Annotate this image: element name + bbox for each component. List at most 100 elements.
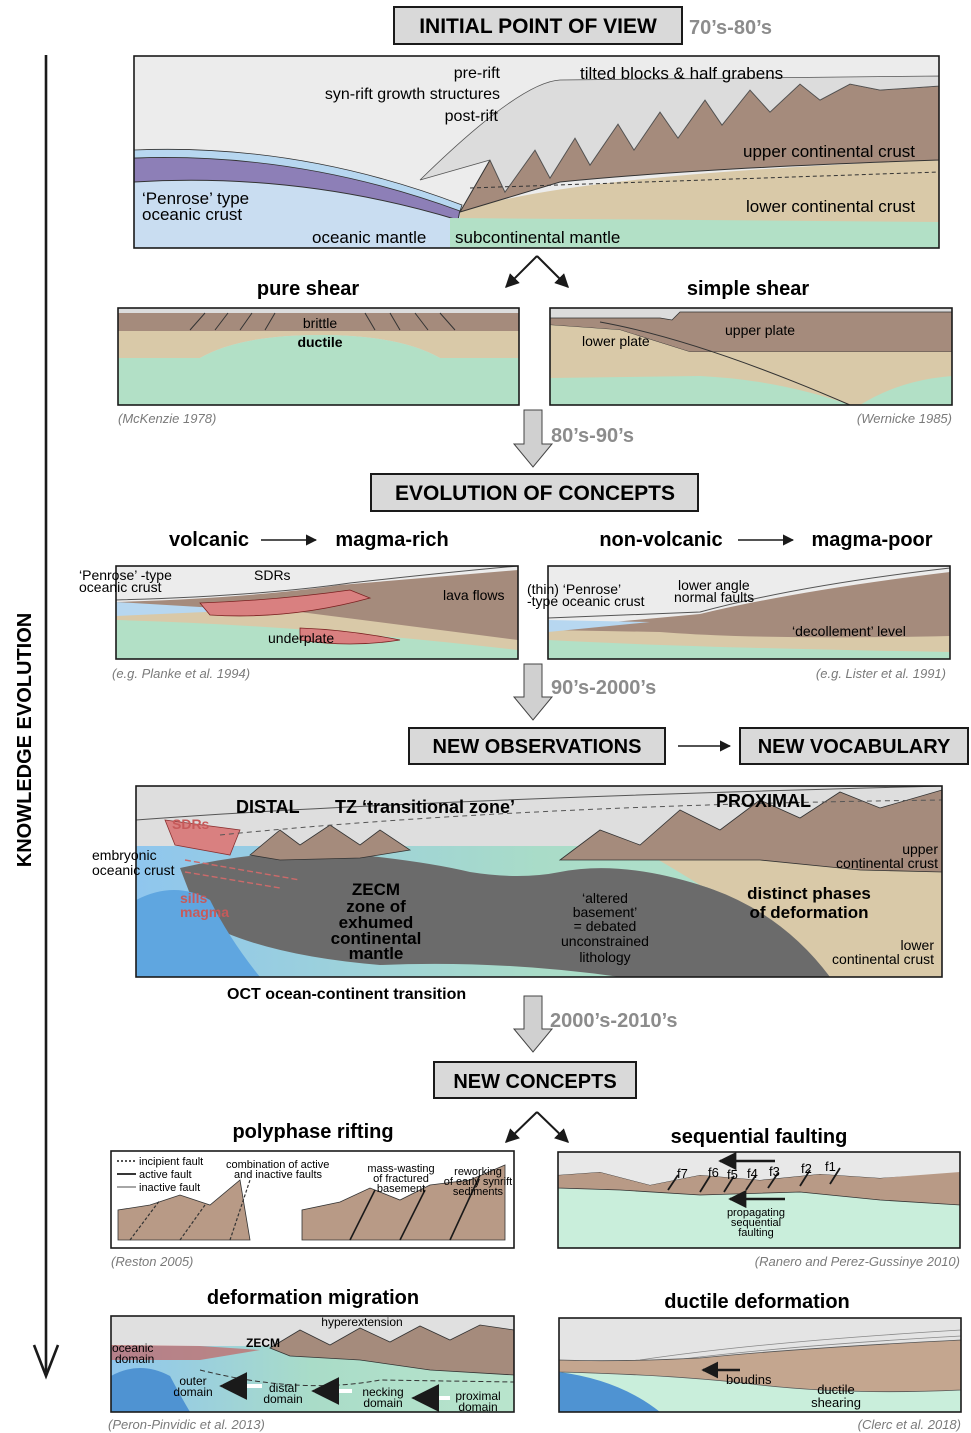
stage3-title-right: NEW VOCABULARY	[758, 736, 951, 758]
legend-incipient: incipient fault	[139, 1156, 203, 1168]
simple-shear-title: simple shear	[687, 278, 810, 300]
label-basement-4: basement	[377, 1183, 425, 1195]
cite-clerc: (Clerc et al. 2018)	[858, 1417, 961, 1432]
label-boudins: boudins	[726, 1372, 772, 1387]
stage4-header: NEW CONCEPTS	[433, 1061, 637, 1099]
label-oceanic-domain: oceanic	[112, 1341, 153, 1355]
cite-planke: (e.g. Planke et al. 1994)	[112, 666, 250, 681]
label-tilted-blocks: tilted blocks & half grabens	[580, 64, 783, 83]
label-subcontinental-mantle: subcontinental mantle	[455, 228, 620, 247]
label-distinct-phases: distinct phases	[747, 884, 871, 903]
cite-lister: (e.g. Lister et al. 1991)	[816, 666, 946, 681]
simple-shear-panel: upper plate lower plate (Wernicke 1985)	[549, 307, 953, 426]
pure-shear-panel: brittle ductile (McKenzie 1978)	[117, 307, 520, 426]
stage2-header: EVOLUTION OF CONCEPTS	[370, 473, 699, 512]
label-exhumed: exhumed	[339, 913, 414, 932]
fault-f3: f3	[769, 1164, 780, 1179]
label-upper-continental-crust: continental crust	[836, 855, 938, 871]
label-ductile: ductile	[297, 334, 342, 350]
label-oct: OCT ocean-continent transition	[227, 986, 466, 1003]
label-thin-oceanic: -type oceanic crust	[527, 593, 645, 609]
label-sdrs: SDRs	[254, 567, 291, 583]
fault-f1: f1	[825, 1159, 836, 1174]
era-arrow-2: 80’s-90’s	[512, 409, 634, 468]
volcanic-label: volcanic	[169, 529, 249, 551]
fault-f6: f6	[708, 1165, 719, 1180]
cite-reston: (Reston 2005)	[111, 1254, 193, 1269]
era-2000s-2010s: 2000’s-2010’s	[550, 1010, 678, 1032]
stage3-header: NEW OBSERVATIONS NEW VOCABULARY	[408, 727, 969, 765]
label-pre-rift: pre-rift	[454, 65, 501, 82]
volcanic-heading: volcanic magma-rich	[169, 529, 449, 551]
stage2-title: EVOLUTION OF CONCEPTS	[395, 482, 675, 505]
nonvolcanic-label: non-volcanic	[599, 529, 722, 551]
label-decollement: ‘decollement’ level	[792, 623, 906, 639]
sequential-panel: f7 f6 f5 f4 f3 f2 f1 propagating sequent…	[557, 1151, 961, 1269]
ductile-title: ductile deformation	[664, 1291, 850, 1313]
stage1-header: INITIAL POINT OF VIEW 70’s-80’s	[393, 6, 772, 45]
label-penrose-1: ‘Penrose’ type	[142, 189, 249, 208]
label-faulting: faulting	[738, 1227, 773, 1239]
cite-ranero: (Ranero and Perez-Gussinye 2010)	[755, 1254, 960, 1269]
label-sequential: sequential	[731, 1217, 781, 1229]
stage3-title-left: NEW OBSERVATIONS	[433, 736, 642, 758]
label-lower-plate: lower plate	[582, 333, 650, 349]
split-arrows-1	[505, 255, 569, 288]
stage1-era: 70’s-80’s	[689, 17, 772, 39]
label-penrose-2: oceanic crust	[142, 205, 242, 224]
fault-f7: f7	[677, 1166, 688, 1181]
label-underplate: underplate	[268, 630, 334, 646]
label-mass-wasting: mass-wasting	[367, 1163, 434, 1175]
label-hyperextension: hyperextension	[321, 1315, 402, 1329]
label-oceanic-domain-2: domain	[115, 1352, 154, 1366]
label-ductile-shear: ductile	[817, 1382, 855, 1397]
label-sediments: sediments	[453, 1186, 504, 1198]
label-lower-crust: lower continental crust	[746, 197, 915, 216]
era-arrow-3: 90’s-2000’s	[512, 663, 656, 721]
label-proximal-domain: domain	[458, 1400, 497, 1414]
label-mantle: mantle	[349, 944, 404, 963]
era-90s-2000s: 90’s-2000’s	[551, 677, 656, 699]
label-lithology: lithology	[579, 949, 630, 965]
label-of-fractured: of fractured	[373, 1173, 429, 1185]
label-reworking: reworking	[454, 1166, 502, 1178]
label-oceanic-crust: oceanic crust	[79, 579, 162, 595]
label-embryonic-crust: oceanic crust	[92, 862, 175, 878]
label-lava-flows: lava flows	[443, 587, 504, 603]
label-sdrs-stage3: SDRs	[172, 816, 210, 832]
label-early-synrift: of early synrift	[444, 1176, 512, 1188]
era-80s-90s: 80’s-90’s	[551, 425, 634, 447]
migration-title: deformation migration	[207, 1287, 419, 1309]
label-combination: combination of active	[226, 1159, 329, 1171]
label-basement: basement’	[573, 904, 638, 920]
label-normal-faults: normal faults	[674, 589, 754, 605]
ductile-panel: boudins ductile shearing (Clerc et al. 2…	[558, 1317, 962, 1432]
label-proximal: PROXIMAL	[716, 791, 811, 811]
magma-rich-label: magma-rich	[335, 529, 448, 551]
label-shearing: shearing	[811, 1395, 861, 1410]
stage1-panel: pre-rift tilted blocks & half grabens sy…	[133, 55, 940, 249]
label-proximal-4: proximal	[455, 1389, 500, 1403]
legend-active: active fault	[139, 1169, 192, 1181]
label-syn-rift: syn-rift growth structures	[325, 86, 500, 103]
volcanic-panel: ‘Penrose’ -type oceanic crust SDRs lava …	[79, 565, 519, 681]
label-zecm: ZECM	[352, 880, 400, 899]
era-arrow-4: 2000’s-2010’s	[512, 995, 678, 1053]
sequential-title: sequential faulting	[671, 1126, 848, 1148]
stage3-panel: DISTAL TZ ‘transitional zone’ PROXIMAL S…	[92, 785, 943, 1003]
label-zone-of: zone of	[346, 897, 406, 916]
stage1-title: INITIAL POINT OF VIEW	[419, 15, 657, 38]
label-unconstrained: unconstrained	[561, 933, 649, 949]
split-arrows-2	[504, 1111, 570, 1143]
label-of-deformation: of deformation	[750, 903, 869, 922]
label-lower-angle: lower angle	[678, 577, 750, 593]
label-necking: necking	[362, 1385, 403, 1399]
label-debated: = debated	[574, 918, 637, 934]
label-distal: DISTAL	[236, 797, 300, 817]
label-transitional-zone: TZ ‘transitional zone’	[335, 797, 515, 817]
label-propagating: propagating	[727, 1207, 785, 1219]
label-embryonic: embryonic	[92, 847, 157, 863]
label-altered: ‘altered	[582, 890, 628, 906]
label-outer: outer	[179, 1374, 206, 1388]
label-brittle: brittle	[303, 315, 337, 331]
